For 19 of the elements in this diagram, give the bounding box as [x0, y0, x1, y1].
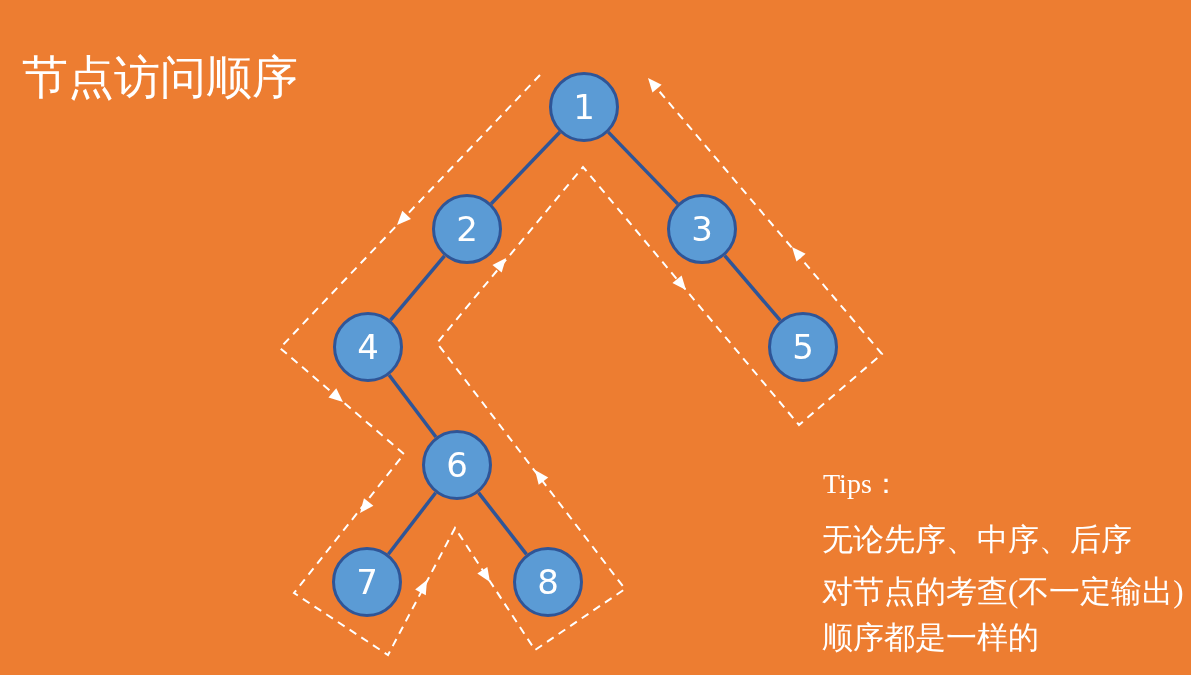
tree-node-circle: 5: [768, 312, 838, 382]
tree-node-circle: 2: [432, 194, 502, 264]
tree-node-circle: 1: [549, 72, 619, 142]
connector-line: [477, 491, 528, 556]
tree-node-circle: 8: [513, 547, 583, 617]
tree-node-circle: 7: [332, 547, 402, 617]
tree-node-circle: 6: [422, 430, 492, 500]
connector-line: [387, 373, 438, 439]
tips-heading: Tips：: [823, 467, 900, 501]
connector-line: [489, 131, 562, 205]
heading: 节点访问顺序: [22, 51, 298, 105]
connector-line: [389, 254, 446, 322]
tip-text: 对节点的考查(不一定输出)顺序都是一样的: [822, 573, 1185, 657]
connector-line: [386, 491, 438, 556]
tree-node-circle: 3: [667, 194, 737, 264]
connector-line: [723, 254, 782, 322]
tree-node-circle: 4: [333, 312, 403, 382]
tip-text: 无论先序、中序、后序: [822, 521, 1132, 558]
connector-line: [607, 130, 679, 206]
